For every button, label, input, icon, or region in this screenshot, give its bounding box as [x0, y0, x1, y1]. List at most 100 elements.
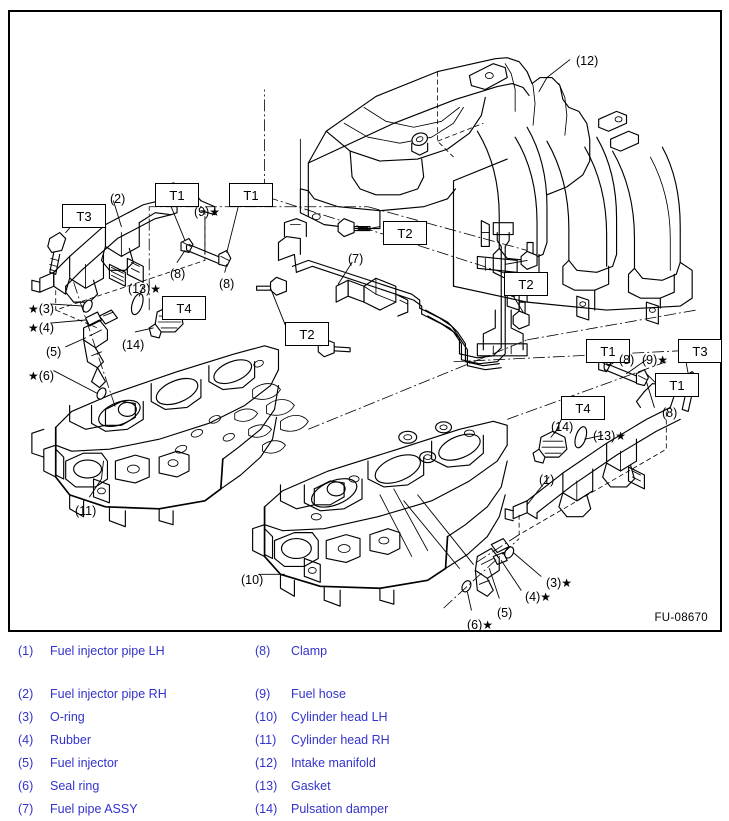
legend-item-label: Seal ring	[50, 779, 100, 793]
callout-number: (9)	[194, 205, 210, 219]
legend-item-label: Intake manifold	[291, 756, 376, 770]
torque-label-t1-left-b: T1	[229, 183, 273, 207]
callout-number: (8)	[619, 353, 635, 367]
torque-label-text: T1	[669, 377, 685, 393]
callout-c13-right: (13)★	[593, 429, 626, 443]
callout-number: (12)	[576, 54, 599, 68]
legend-item: (8) Clamp	[255, 643, 327, 660]
legend-item: (7)Fuel pipe ASSY	[18, 801, 138, 818]
callout-number: (1)	[539, 473, 555, 487]
callout-number: (8)	[662, 406, 678, 420]
legend-item-number: (8)	[255, 644, 271, 658]
callout-number: (8)	[219, 277, 235, 291]
callout-c3-left: ★(3)	[28, 302, 54, 316]
callout-number: (6)	[467, 618, 483, 632]
star-icon: ★	[615, 429, 626, 443]
callout-number: (6)	[38, 369, 55, 383]
torque-label-text: T2	[299, 326, 315, 342]
legend-item: (5)Fuel injector	[18, 755, 118, 772]
callout-number: (3)	[546, 576, 562, 590]
torque-label-t1-right-a: T1	[586, 339, 630, 363]
legend-item-label: Cylinder head RH	[291, 733, 390, 747]
callout-number: (2)	[110, 192, 126, 206]
callout-c14-left: (14)	[122, 338, 144, 352]
callout-number: (11)	[75, 504, 97, 518]
legend-item: (11) Cylinder head RH	[255, 732, 390, 749]
star-icon: ★	[561, 576, 573, 590]
legend-item-number: (4)	[18, 733, 34, 747]
legend-item-label: Pulsation damper	[291, 802, 389, 816]
star-icon: ★	[209, 205, 221, 219]
legend-item-label: Rubber	[50, 733, 91, 747]
callout-c9-left: (9)★	[194, 205, 220, 219]
callout-c5-bot: (5)	[497, 606, 512, 620]
torque-label-t4-right: T4	[561, 396, 605, 420]
star-icon: ★	[150, 282, 161, 296]
legend-item-number: (3)	[18, 710, 34, 724]
bolt-t2-4	[520, 241, 538, 270]
torque-label-text: T2	[397, 225, 413, 241]
callout-number: (4)	[525, 590, 541, 604]
hose-clamps-left	[180, 237, 232, 267]
star-icon: ★	[657, 353, 669, 367]
legend-item-number: (1)	[18, 644, 34, 658]
callout-c11: (11)	[75, 504, 96, 518]
callout-c12: (12)	[576, 54, 598, 68]
engine-envelope-phantom	[148, 89, 701, 430]
torque-label-text: T4	[176, 300, 192, 316]
torque-label-t2-mid: T2	[504, 272, 548, 296]
callout-c1-right: (1)	[539, 473, 554, 487]
fuel-injector-pipe-rh	[31, 182, 216, 329]
parts-legend: (1) Fuel injector pipe LH (2)Fuel injector…	[0, 634, 729, 821]
callout-c8-left-b: (8)	[219, 277, 234, 291]
cylinder-head-lh	[252, 420, 508, 607]
fuel-pipe-assy	[277, 218, 528, 371]
torque-label-text: T3	[76, 208, 92, 224]
torque-label-text: T1	[243, 187, 259, 203]
leader-lines	[51, 59, 689, 611]
callout-c4-bot: (4)★	[525, 590, 551, 604]
callout-number: (5)	[497, 606, 513, 620]
legend-item-number: (9)	[255, 687, 271, 701]
legend-item: (2)Fuel injector pipe RH	[18, 686, 167, 703]
legend-item: (13) Gasket	[255, 778, 331, 795]
callout-number: (13)	[593, 429, 616, 443]
torque-label-t1-right-b: T1	[655, 373, 699, 397]
diagram-frame: .ln { fill:none; stroke:#000; stroke-wid…	[8, 10, 722, 632]
legend-item-number: (11)	[255, 733, 277, 747]
bolt-t2-3	[256, 276, 288, 296]
legend-item: (14)Pulsation damper	[255, 801, 388, 818]
callout-number: (9)	[642, 353, 658, 367]
technical-drawing: .ln { fill:none; stroke:#000; stroke-wid…	[31, 57, 701, 611]
callout-number: (13)	[128, 282, 151, 296]
callout-c4-left: ★(4)	[28, 321, 54, 335]
legend-item-label: Gasket	[291, 779, 331, 793]
star-icon: ★	[482, 618, 494, 632]
legend-item: (12) Intake manifold	[255, 755, 376, 772]
callout-c13-left: (13)★	[128, 282, 161, 296]
legend-item-label: Fuel hose	[291, 687, 346, 701]
legend-item: (6)Seal ring	[18, 778, 99, 795]
legend-item-number: (5)	[18, 756, 34, 770]
torque-label-text: T1	[600, 343, 616, 359]
callout-c5-left: (5)	[46, 345, 61, 359]
callout-c2: (2)	[110, 192, 125, 206]
legend-item-label: Clamp	[291, 644, 328, 658]
bolt-t2-1	[337, 218, 371, 238]
torque-label-t1-left-a: T1	[155, 183, 199, 207]
legend-item: (9) Fuel hose	[255, 686, 346, 703]
torque-label-t4-left: T4	[162, 296, 206, 320]
legend-item-label: Fuel injector pipe LH	[50, 644, 165, 658]
legend-item-label: O-ring	[50, 710, 85, 724]
legend-item-number: (13)	[255, 779, 278, 793]
legend-item-number: (12)	[255, 756, 278, 770]
legend-item-label: Fuel pipe ASSY	[50, 802, 138, 816]
legend-item-label: Fuel injector pipe RH	[50, 687, 167, 701]
callout-c6-left: ★(6)	[28, 369, 54, 383]
legend-item: (10)Cylinder head LH	[255, 709, 388, 726]
callout-number: (5)	[46, 345, 62, 359]
star-icon: ★	[28, 321, 39, 335]
torque-label-text: T4	[575, 400, 591, 416]
bolt-t2-5	[512, 301, 530, 330]
torque-label-t2-top: T2	[383, 221, 427, 245]
